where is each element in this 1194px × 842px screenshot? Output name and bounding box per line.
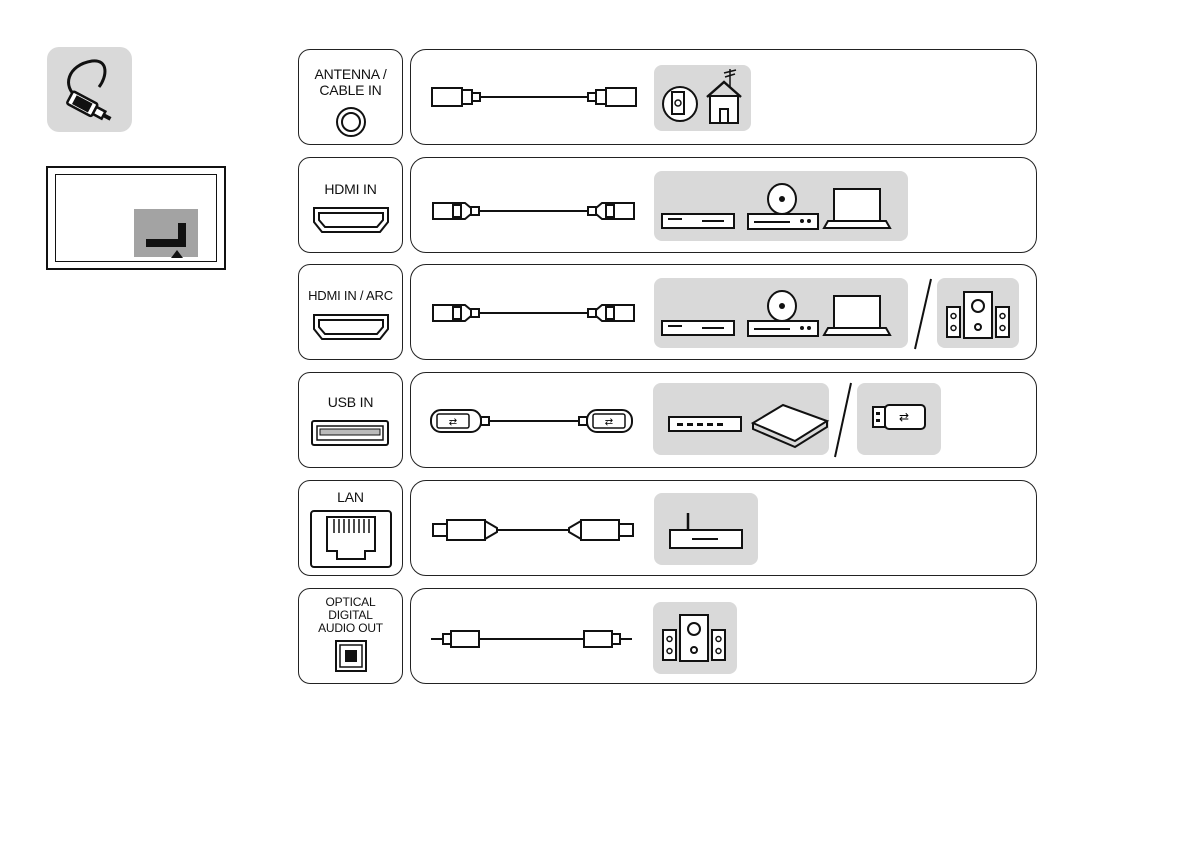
connection-row-hdmi [410, 157, 1037, 253]
connection-row-antenna [410, 49, 1037, 145]
port-label: USB IN [299, 395, 402, 409]
port-label: ANTENNA / CABLE IN [299, 66, 402, 98]
svg-text:⇄: ⇄ [605, 417, 613, 428]
tv-connector-panel [134, 209, 198, 257]
speaker-system-icon [937, 278, 1019, 348]
optical-port-icon [334, 639, 368, 673]
port-hdmi-in: HDMI IN [298, 157, 403, 253]
dvd-player-icon [748, 184, 818, 229]
or-divider-icon [911, 277, 935, 351]
source-devices-group [654, 171, 908, 241]
set-top-box-icon [662, 214, 734, 228]
connection-row-optical [410, 588, 1037, 684]
connection-row-hdmi-arc [410, 264, 1037, 360]
port-label: HDMI IN [299, 182, 402, 196]
ethernet-port-icon [309, 509, 393, 569]
antenna-house-icon [654, 65, 751, 131]
port-optical-digital-audio-out: OPTICAL DIGITAL AUDIO OUT [298, 588, 403, 684]
hdmi-cable-icon [431, 300, 636, 326]
hdmi-cable-icon [431, 198, 636, 224]
port-lan: LAN [298, 480, 403, 576]
svg-text:⇄: ⇄ [899, 410, 909, 424]
connection-row-lan [410, 480, 1037, 576]
set-top-box-icon [662, 321, 734, 335]
coax-cable-icon [431, 84, 637, 110]
optical-cable-icon [429, 628, 634, 650]
usb-stick-icon: ⇄ [857, 383, 941, 455]
storage-devices-group [653, 383, 829, 455]
port-antenna-cable-in: ANTENNA / CABLE IN [298, 49, 403, 145]
external-drive-icon [753, 405, 827, 447]
ethernet-cable-icon [431, 517, 636, 543]
cable-plug-icon [47, 47, 132, 132]
laptop-icon [824, 189, 890, 228]
port-label: HDMI IN / ARC [299, 289, 402, 303]
connection-row-usb: ⇄ ⇄ [410, 372, 1037, 468]
port-usb-in: USB IN [298, 372, 403, 468]
or-divider-icon [831, 381, 855, 459]
coax-port-icon [335, 106, 367, 138]
speaker-system-icon [653, 602, 737, 674]
usb-port-icon [310, 419, 390, 447]
usb-cable-icon: ⇄ ⇄ [429, 407, 634, 435]
hdmi-arc-port-icon [312, 313, 390, 341]
laptop-icon [824, 296, 890, 335]
router-icon [654, 493, 758, 565]
source-devices-group [654, 278, 908, 348]
port-hdmi-in-arc: HDMI IN / ARC [298, 264, 403, 360]
hard-drive-icon [669, 417, 741, 431]
svg-text:⇄: ⇄ [449, 417, 457, 428]
port-label: LAN [299, 490, 402, 504]
hdmi-port-icon [312, 206, 390, 234]
port-label: OPTICAL DIGITAL AUDIO OUT [299, 596, 402, 635]
tv-rear-panel-icon [46, 166, 226, 270]
dvd-player-icon [748, 291, 818, 336]
